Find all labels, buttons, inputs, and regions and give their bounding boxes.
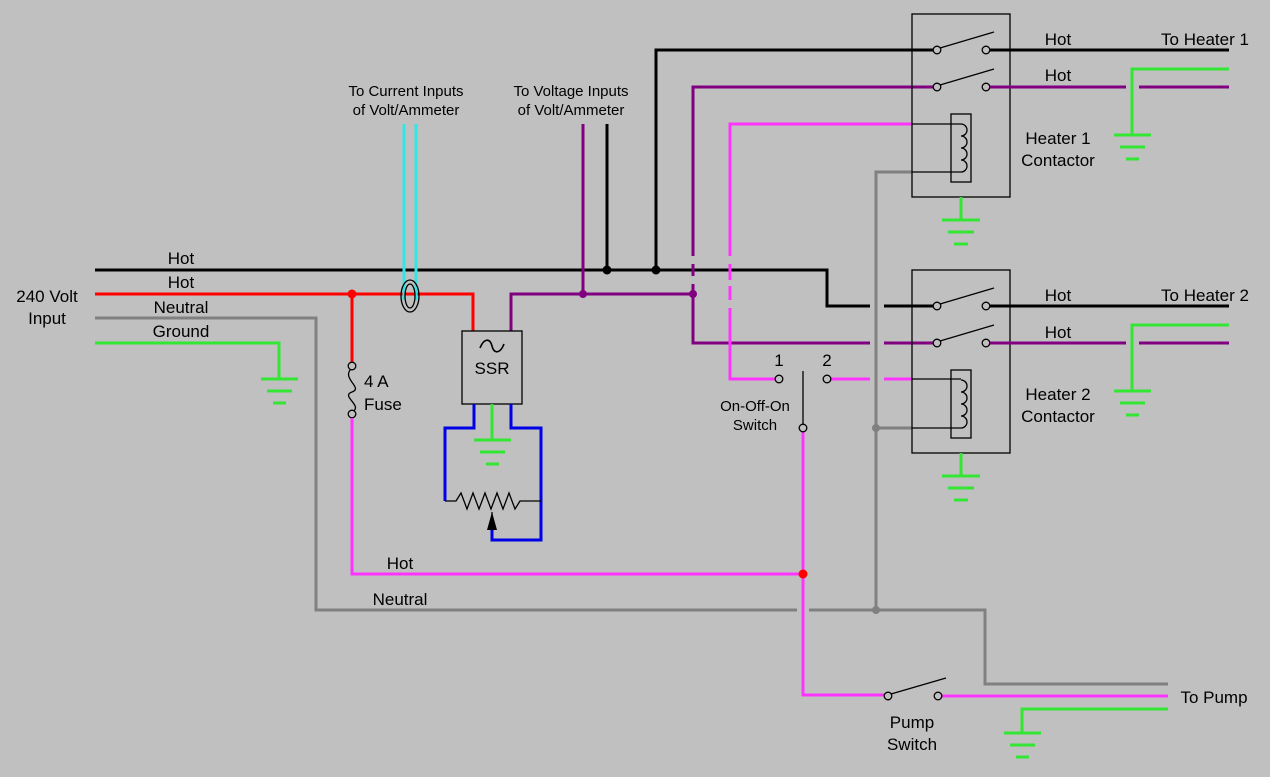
neutral-bottom-label: Neutral [373, 590, 428, 609]
heater1-to-label: To Heater 1 [1161, 30, 1249, 49]
ground-symbol [261, 377, 298, 405]
pump-to-label: To Pump [1180, 688, 1247, 707]
voltage-sense-wires [509, 85, 936, 345]
ground-symbol [1004, 731, 1041, 759]
heater1-contactor-label-line2: Contactor [1021, 151, 1095, 170]
fuse-label-line2: Fuse [364, 395, 402, 414]
ground-symbol [1114, 133, 1151, 161]
heater2-contactor-label-line1: Heater 2 [1025, 385, 1090, 404]
ground-symbol [474, 438, 511, 466]
hot-black-label: Hot [168, 249, 195, 268]
switch-label-line2: Switch [733, 417, 777, 434]
ssr: SSR [461, 330, 523, 405]
voltage-sense-black [602, 48, 936, 275]
current-sense-wires [402, 124, 418, 300]
voltage-inputs-label-line2: of Volt/Ammeter [518, 102, 625, 119]
heater2-output: Hot Hot To Heater 2 [990, 286, 1249, 417]
current-transformer [400, 279, 420, 313]
voltage-inputs-label-line1: To Voltage Inputs [513, 83, 628, 100]
fuse-label-line1: 4 A [364, 372, 389, 391]
switch-pos2-label: 2 [822, 351, 831, 370]
pump-ground [1004, 707, 1168, 759]
heater2-hot-b-label: Hot [1045, 323, 1072, 342]
ssr-label: SSR [475, 359, 510, 378]
hot-red-label: Hot [168, 273, 195, 292]
heater1-hot-b-label: Hot [1045, 66, 1072, 85]
switch-label-line1: On-Off-On [720, 398, 790, 415]
hot-black-line [95, 268, 936, 308]
input-label-line2: Input [28, 309, 66, 328]
current-inputs-label-line2: of Volt/Ammeter [353, 102, 460, 119]
heater1-contactor-label-line1: Heater 1 [1025, 129, 1090, 148]
pump-switch-label-line1: Pump [890, 713, 934, 732]
ground-symbol [1114, 389, 1151, 417]
pump-switch: Pump Switch [883, 677, 947, 754]
ground-label: Ground [153, 322, 210, 341]
switched-hot-label: Hot [387, 554, 414, 573]
hot-red-line [95, 289, 475, 364]
ssr-potentiometer-loop [443, 404, 543, 542]
heater2-to-label: To Heater 2 [1161, 286, 1249, 305]
ground-symbol [942, 474, 980, 502]
contactor-coil-wiring [725, 122, 912, 381]
input-label-line1: 240 Volt [16, 287, 78, 306]
ground-symbol [942, 218, 980, 246]
ground-line [95, 341, 298, 405]
heater1-contactor: Heater 1 Contactor [911, 13, 1095, 246]
current-inputs-label-line1: To Current Inputs [348, 83, 463, 100]
neutral-label: Neutral [154, 298, 209, 317]
heater1-hot-a-label: Hot [1045, 30, 1072, 49]
heater2-hot-a-label: Hot [1045, 286, 1072, 305]
switch-pos1-label: 1 [774, 351, 783, 370]
heater2-contactor: Heater 2 Contactor [911, 269, 1095, 502]
heater1-output: Hot Hot To Heater 1 [990, 30, 1249, 161]
neutral-line [95, 170, 1168, 686]
fuse [347, 361, 357, 419]
on-off-on-switch: 1 2 On-Off-On Switch [720, 351, 832, 434]
pump-switch-label-line2: Switch [887, 735, 937, 754]
heater2-contactor-label-line2: Contactor [1021, 407, 1095, 426]
switched-hot-line [350, 418, 1168, 698]
